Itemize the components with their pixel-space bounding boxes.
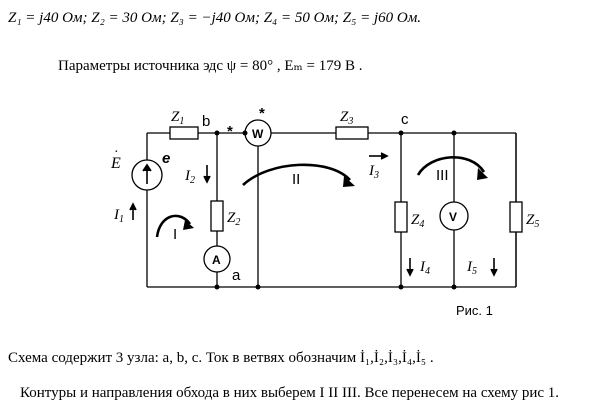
z4-label: Z4 bbox=[411, 212, 424, 230]
ammeter-circle bbox=[203, 245, 231, 273]
source-e-dot: · bbox=[114, 145, 119, 160]
voltmeter-label: V bbox=[449, 210, 457, 224]
node-dot-bottom bbox=[255, 284, 261, 290]
i3-label: I3 bbox=[368, 163, 379, 181]
z4-resistor bbox=[394, 201, 408, 233]
node-dot-a bbox=[214, 284, 220, 290]
wattmeter-label: W bbox=[252, 127, 264, 141]
loop-2-arrow-icon bbox=[242, 163, 351, 186]
loop-3-label: III bbox=[436, 167, 449, 184]
loop-1-label: I bbox=[173, 226, 177, 243]
i2-label: I2 bbox=[184, 168, 195, 186]
z3-label: Z3 bbox=[340, 109, 353, 127]
i4-label: I4 bbox=[419, 259, 430, 277]
node-c-label: c bbox=[401, 111, 409, 128]
loop-3-arrow-icon bbox=[416, 156, 486, 176]
nodes-description: Схема содержит 3 узла: a, b, c. Ток в ве… bbox=[8, 350, 434, 366]
z2-resistor bbox=[210, 200, 224, 232]
impedance-values: Z₁ = j40 Ом; Z₂ = 30 Ом; Z₃ = −j40 Ом; Z… bbox=[8, 10, 422, 26]
node-dot-c1 bbox=[398, 130, 404, 136]
source-e-label: E bbox=[110, 155, 121, 172]
loop-2-label: II bbox=[292, 171, 300, 188]
voltmeter-circle bbox=[439, 201, 469, 231]
z1-label: Z1 bbox=[171, 109, 184, 127]
loop-1-arrow-icon bbox=[155, 214, 192, 238]
z5-label: Z5 bbox=[526, 212, 539, 230]
node-b-label: b bbox=[202, 113, 210, 130]
z2-label: Z2 bbox=[227, 210, 240, 228]
wattmeter-star-top: * bbox=[259, 105, 265, 122]
node-dot-bottom3 bbox=[451, 284, 457, 290]
figure-caption: Рис. 1 bbox=[456, 303, 493, 318]
ammeter-label: A bbox=[212, 253, 221, 267]
node-a-label: a bbox=[232, 267, 241, 284]
source-parameters: Параметры источника эдс ψ = 80° , Eₘ = 1… bbox=[58, 58, 363, 74]
wattmeter-star-left: * bbox=[227, 123, 233, 140]
node-dot-w bbox=[242, 130, 248, 136]
z3-resistor bbox=[335, 126, 369, 140]
loops-description: Контуры и направления обхода в них выбер… bbox=[20, 385, 560, 401]
node-dot-bottom2 bbox=[398, 284, 404, 290]
node-dot-c2 bbox=[451, 130, 457, 136]
i1-label: I1 bbox=[113, 207, 124, 225]
z5-resistor bbox=[509, 201, 523, 233]
i5-label: I5 bbox=[466, 259, 477, 277]
z1-resistor bbox=[169, 126, 199, 140]
node-dot-b bbox=[214, 130, 220, 136]
source-e-small: e bbox=[162, 150, 170, 167]
